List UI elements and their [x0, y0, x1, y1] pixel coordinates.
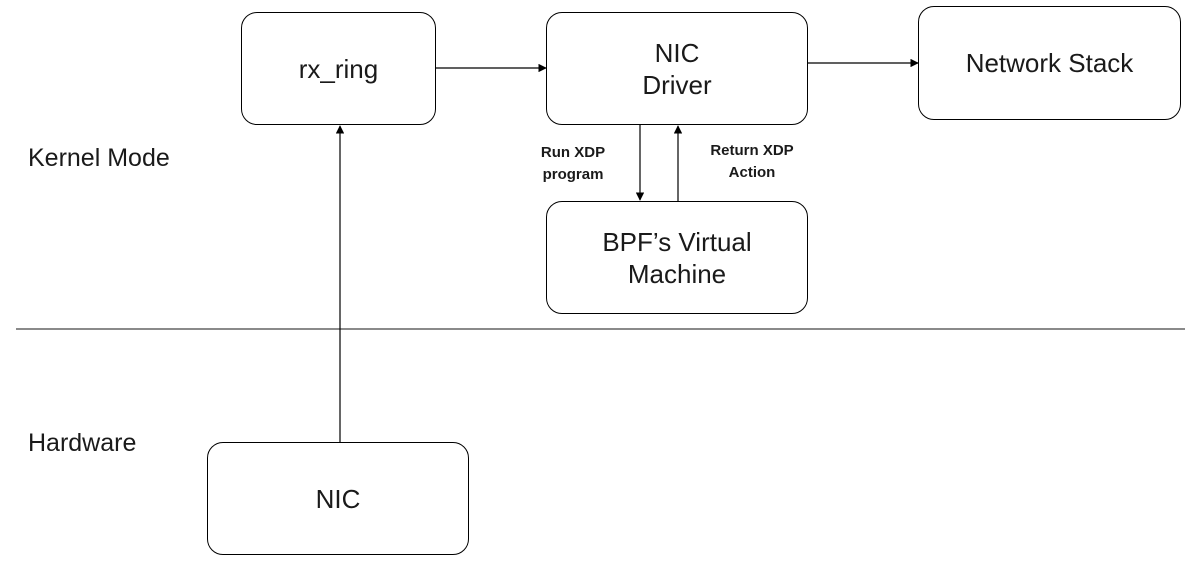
node-rx-ring-label: rx_ring — [298, 53, 379, 84]
node-network-stack: Network Stack — [918, 6, 1181, 120]
edge-label-run-xdp-line2: program — [542, 166, 604, 183]
edge-label-run-xdp-line1: Run XDP — [540, 144, 606, 161]
edge-label-return-xdp-action: Return XDP Action — [692, 140, 812, 184]
node-nic-label: NIC — [315, 483, 361, 514]
node-nic-driver: NIC Driver — [546, 12, 808, 125]
edge-label-return-xdp-line2: Action — [728, 164, 776, 181]
node-bpf-virtual-machine: BPF’s Virtual Machine — [546, 201, 808, 314]
node-nic-driver-label-line2: Driver — [642, 69, 712, 100]
node-nic-driver-label-line1: NIC — [654, 37, 700, 68]
edge-label-run-xdp-program: Run XDP program — [520, 142, 626, 186]
node-rx-ring: rx_ring — [241, 12, 436, 125]
node-bpf-vm-label-line2: Machine — [627, 258, 727, 289]
zone-label-hardware: Hardware — [28, 429, 137, 457]
node-nic: NIC — [207, 442, 469, 555]
node-bpf-vm-label-line1: BPF’s Virtual — [602, 226, 752, 257]
zone-label-kernel-mode: Kernel Mode — [28, 144, 170, 172]
node-network-stack-label: Network Stack — [965, 48, 1134, 78]
edge-label-return-xdp-line1: Return XDP — [710, 142, 794, 159]
